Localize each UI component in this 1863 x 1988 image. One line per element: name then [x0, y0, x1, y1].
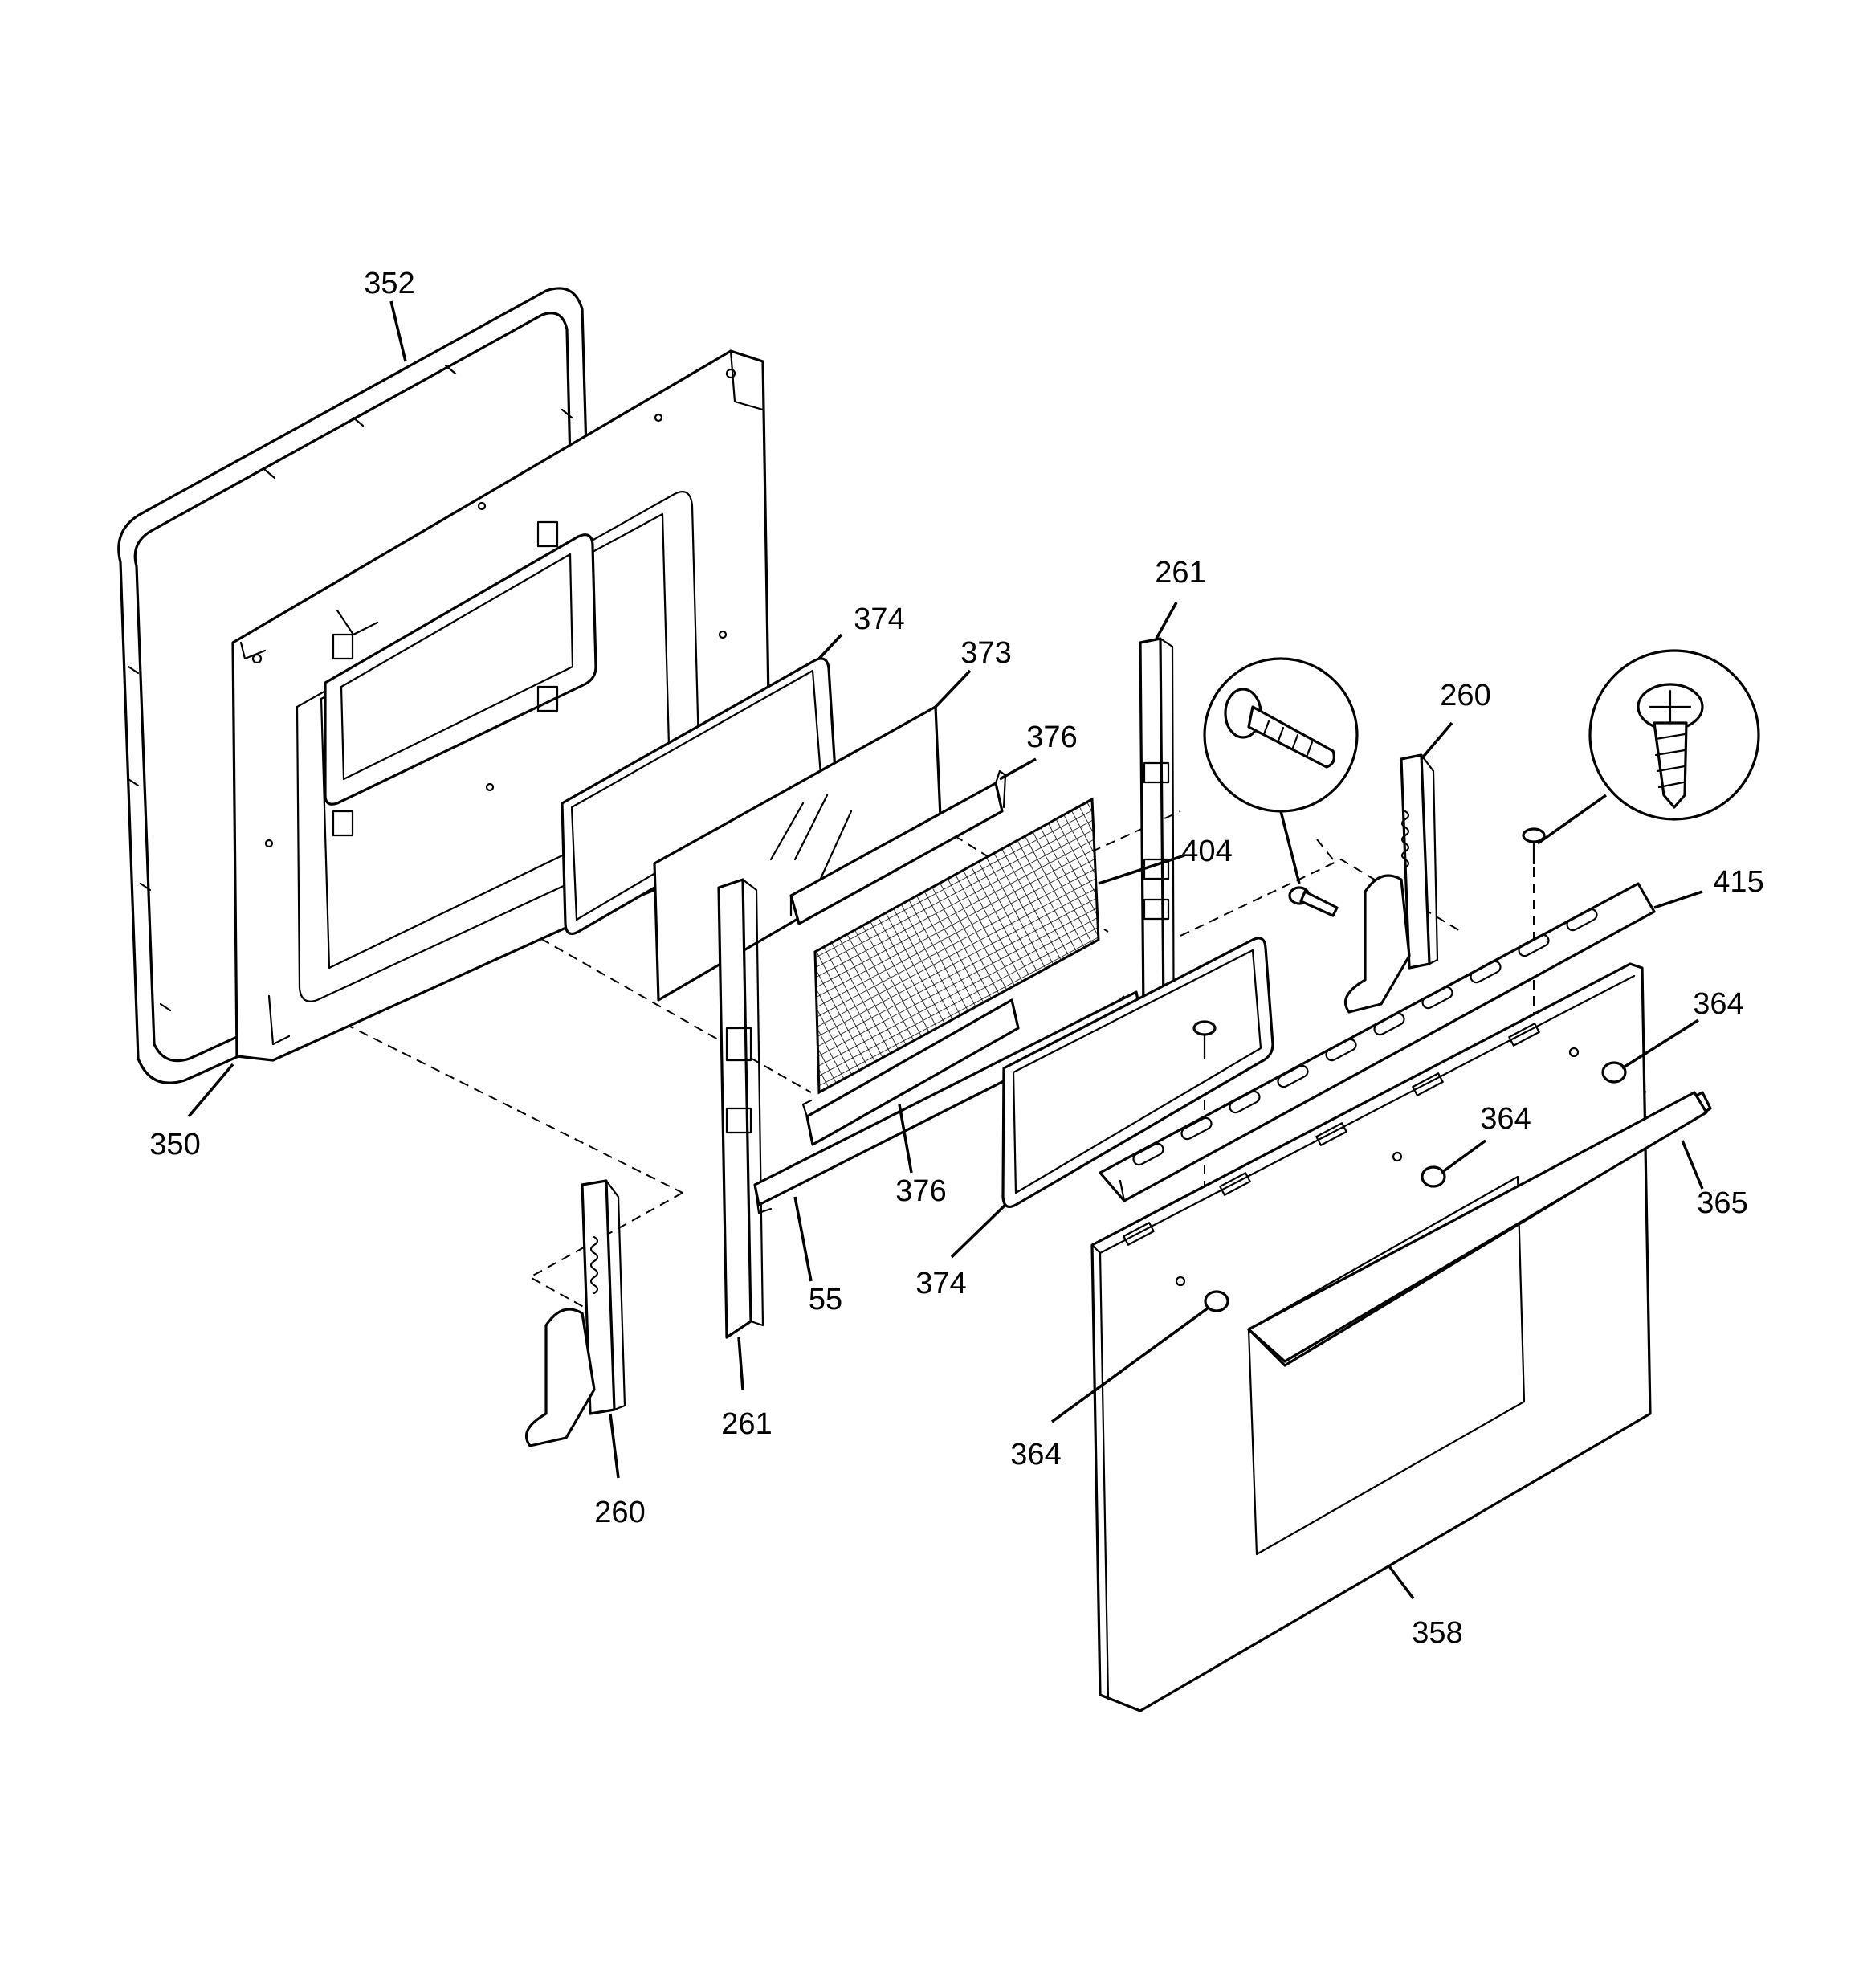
door-hinge-260-upper [1344, 753, 1439, 1014]
side-channel-261-lower [717, 878, 764, 1339]
callout-404: 404 [1181, 835, 1232, 868]
callout-261-lower: 261 [721, 1407, 772, 1441]
callout-376-upper: 376 [1026, 720, 1077, 754]
callout-415: 415 [1713, 865, 1763, 899]
callout-364-left: 364 [1010, 1438, 1061, 1472]
glass-bracket-376-lower [801, 998, 1020, 1146]
callout-260-upper: 260 [1440, 679, 1490, 712]
shoulder-screw [1288, 886, 1339, 917]
callout-350: 350 [149, 1128, 200, 1161]
callout-374-upper: 374 [854, 602, 904, 636]
leader-lines [187, 300, 1704, 1600]
callout-labels: 352 374 373 376 261 404 260 415 364 364 … [149, 267, 1763, 1650]
detail-circle-shoulder-screw [1203, 657, 1359, 884]
mesh-screen-404 [813, 797, 1100, 1095]
glass-bracket-376-upper [789, 769, 1007, 925]
callout-364-middle: 364 [1480, 1102, 1531, 1136]
callout-352: 352 [364, 267, 414, 300]
callout-261-upper: 261 [1155, 556, 1205, 590]
callout-365: 365 [1697, 1186, 1747, 1220]
callout-260-lower: 260 [594, 1496, 645, 1529]
handle-spacers-364 [1175, 1047, 1627, 1312]
callout-376-lower: 376 [895, 1174, 946, 1208]
detail-circle-screw [1536, 649, 1760, 845]
callout-373: 373 [960, 636, 1011, 670]
door-handle-365 [1247, 1091, 1708, 1363]
callout-358: 358 [1412, 1616, 1462, 1650]
callout-374-lower: 374 [915, 1267, 966, 1300]
door-hinge-260-lower [525, 1179, 626, 1447]
callout-364-right: 364 [1693, 987, 1743, 1021]
vent-trim-415 [1099, 882, 1656, 1202]
callout-55: 55 [809, 1283, 842, 1316]
screw-small-left [1192, 1020, 1217, 1060]
screw-small-right [1522, 827, 1546, 865]
